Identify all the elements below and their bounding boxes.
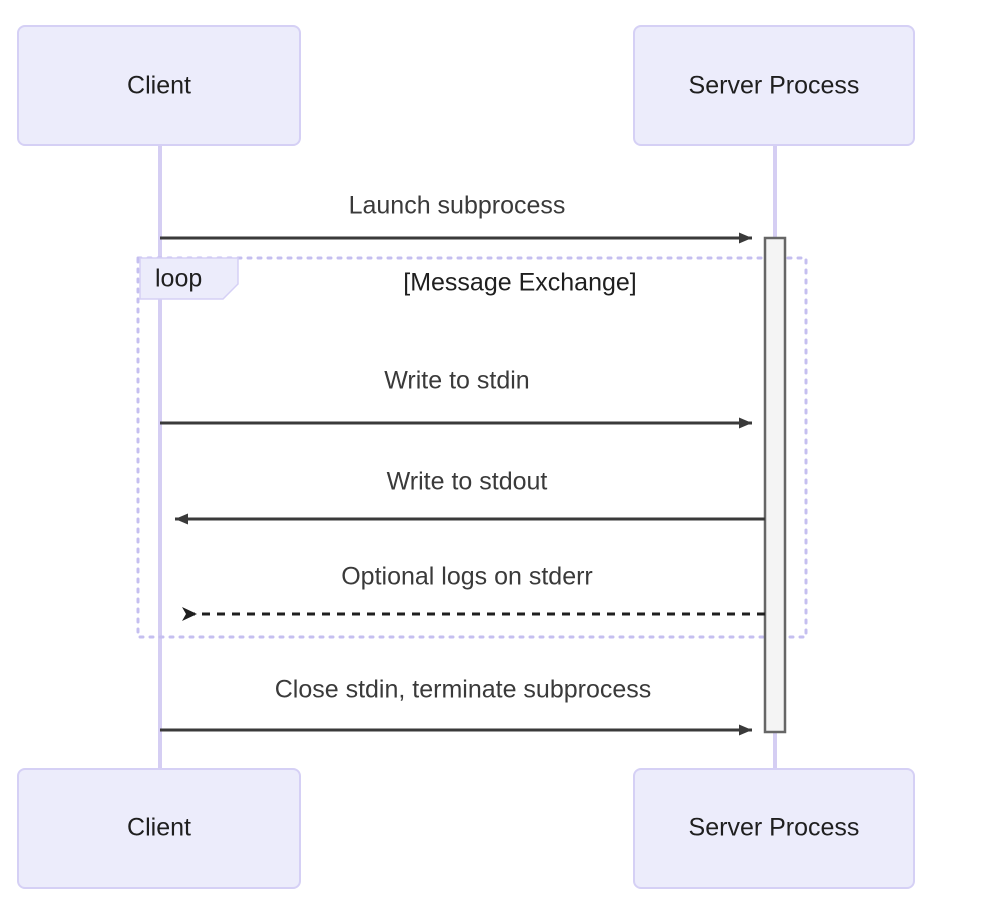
loop-keyword-label: loop	[155, 265, 202, 293]
message-write-to-stdin: Write to stdin	[160, 367, 752, 429]
participant-box[interactable]	[633, 768, 915, 889]
participant-client-top[interactable]: Client	[17, 25, 301, 146]
activation-bar-server	[763, 236, 787, 734]
participant-server-top[interactable]: Server Process	[633, 25, 915, 146]
loop-title-label: [Message Exchange]	[403, 269, 636, 297]
participant-server-top-label: Server Process	[689, 72, 860, 100]
loop-fragment-border	[136, 256, 808, 639]
participant-boxes: Client Server Process Client Server Proc…	[17, 25, 915, 889]
loop-label-tab	[139, 257, 239, 300]
loop-fragment: loop [Message Exchange]	[136, 256, 808, 639]
participant-box[interactable]	[17, 25, 301, 146]
message-launch-subprocess: Launch subprocess	[160, 192, 752, 244]
message-label-write-to-stdin: Write to stdin	[384, 367, 529, 395]
participant-client-top-label: Client	[127, 72, 191, 100]
activation-rect	[763, 236, 787, 734]
message-write-to-stdout: Write to stdout	[175, 468, 765, 525]
participant-box[interactable]	[633, 25, 915, 146]
message-close-stdin-terminate-subprocess: Close stdin, terminate subprocess	[160, 676, 752, 736]
message-label-launch-subprocess: Launch subprocess	[349, 192, 566, 220]
participant-client-bottom[interactable]: Client	[17, 768, 301, 889]
messages: Launch subprocess Write to stdin Write t…	[160, 192, 765, 736]
participant-client-bottom-label: Client	[127, 814, 191, 842]
participant-server-bottom[interactable]: Server Process	[633, 768, 915, 889]
participant-box[interactable]	[17, 768, 301, 889]
message-label-write-to-stdout: Write to stdout	[387, 468, 548, 496]
message-label-optional-logs-on-stderr: Optional logs on stderr	[341, 563, 593, 591]
message-label-close-stdin-terminate-subprocess: Close stdin, terminate subprocess	[275, 676, 652, 704]
message-optional-logs-on-stderr: Optional logs on stderr	[182, 563, 765, 621]
participant-server-bottom-label: Server Process	[689, 814, 860, 842]
